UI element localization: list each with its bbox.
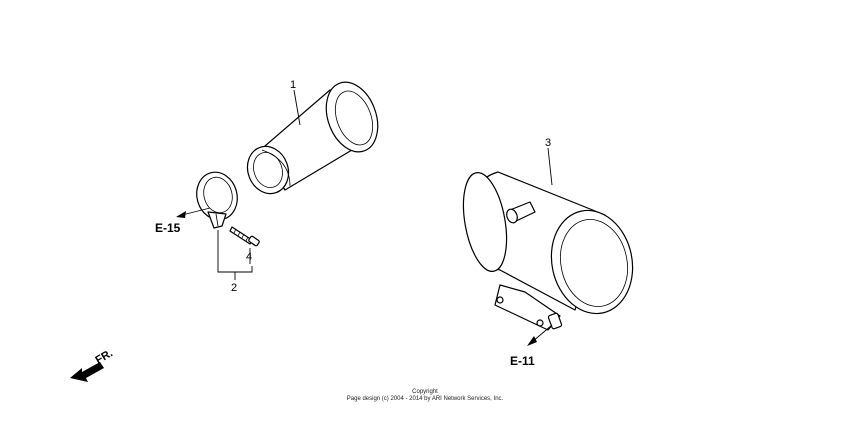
callout-part-3: 3: [545, 137, 551, 149]
reference-arrow-icon: [176, 207, 211, 218]
copyright-label: Copyright: [412, 389, 438, 395]
front-direction-label: FR.: [94, 347, 115, 366]
intake-funnel[interactable]: [241, 75, 387, 199]
callout-part-1: 1: [290, 79, 296, 91]
callout-part-4: 4: [246, 251, 252, 263]
reference-e11[interactable]: E-11: [510, 354, 535, 368]
copyright-notice: Page design (c) 2004 - 2014 by ARI Netwo…: [347, 396, 504, 402]
reference-e15[interactable]: E-15: [155, 221, 181, 235]
front-direction-arrow-icon: [70, 362, 104, 382]
muffler-canister[interactable]: [457, 169, 642, 331]
clamp-screw[interactable]: [229, 226, 260, 247]
hose-clamp[interactable]: [191, 168, 242, 229]
reference-arrow-icon: [527, 324, 553, 346]
callout-part-2: 2: [231, 282, 237, 294]
